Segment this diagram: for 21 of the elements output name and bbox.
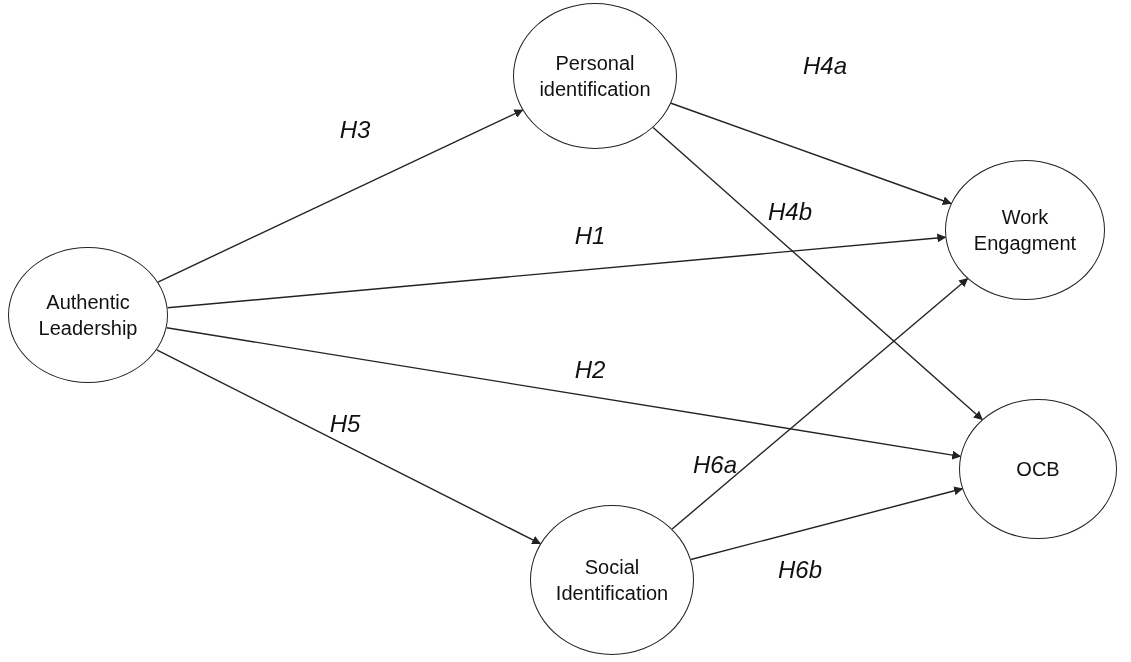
edge-label: H4a (803, 54, 847, 78)
construct-name: Work Engagment (972, 205, 1078, 256)
construct-name: Personal identification (538, 51, 652, 102)
edge-label: H1 (574, 224, 606, 248)
construct-name: OCB (1016, 457, 1060, 482)
construct-name: Authentic Leadership (37, 290, 139, 341)
edge-label: H4b (768, 200, 812, 224)
arrow (671, 278, 969, 530)
arrow (166, 233, 947, 309)
arrow (156, 349, 542, 545)
edge-label: H5 (329, 412, 361, 436)
arrow (690, 486, 964, 561)
arrow (165, 327, 962, 460)
edge-label: H6b (778, 558, 822, 582)
construct-name: Social Identification (554, 555, 670, 606)
arrow (157, 109, 524, 283)
arrow (670, 102, 952, 205)
edge-label: H3 (339, 118, 371, 142)
edge-label: H6a (693, 453, 737, 477)
arrow (652, 126, 983, 421)
edge-label: H2 (574, 358, 606, 382)
